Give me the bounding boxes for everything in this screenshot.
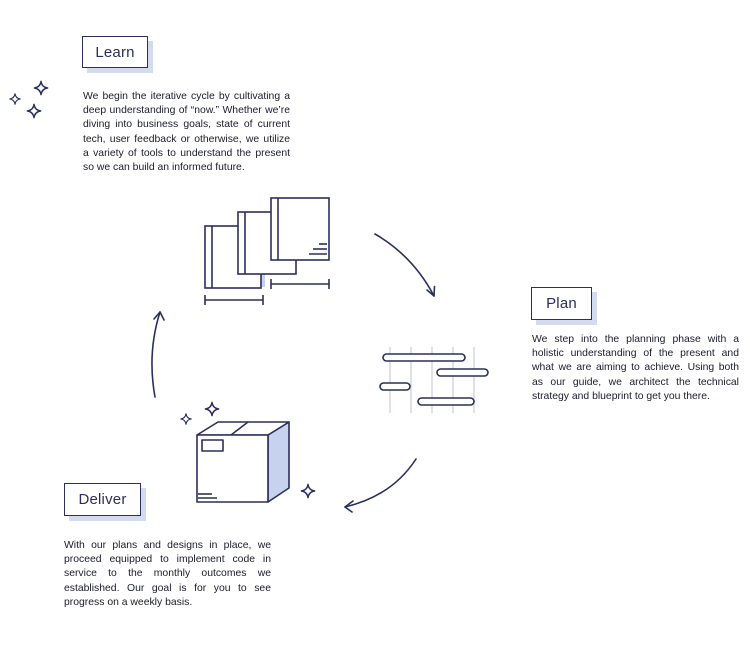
plan-label-text: Plan <box>546 295 577 312</box>
deliver-label-text: Deliver <box>78 491 127 508</box>
plan-description: We step into the planning phase with a h… <box>532 334 739 402</box>
shipping-box-icon <box>196 421 290 503</box>
deliver-label: Deliver <box>64 483 141 516</box>
sparkle-icon <box>9 80 49 119</box>
stacked-documents-icon <box>204 197 330 305</box>
deliver-description: With our plans and designs in place, we … <box>64 540 271 608</box>
learn-label: Learn <box>82 36 148 68</box>
learn-label-text: Learn <box>95 43 135 61</box>
cycle-arrow-icon <box>151 233 436 513</box>
timeline-bars-icon <box>379 347 489 413</box>
plan-label: Plan <box>531 287 592 320</box>
learn-description: We begin the iterative cycle by cultivat… <box>83 91 290 174</box>
